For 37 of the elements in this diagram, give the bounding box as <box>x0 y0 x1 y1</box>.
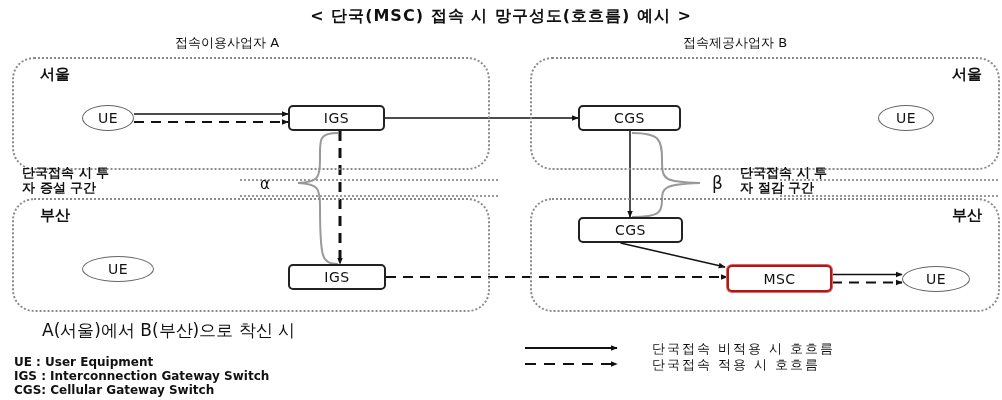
region-label: 서울 <box>40 65 70 84</box>
dashed-arrow <box>133 119 289 125</box>
region-box <box>530 198 1000 312</box>
equipment-node: UE <box>902 266 970 292</box>
text-label: 단국접속 시 투자 증설 구간 <box>22 166 111 196</box>
text-label: 단국접속 시 투자 절감 구간 <box>740 166 829 196</box>
switch-box: CGS <box>578 217 683 243</box>
arrow <box>619 242 726 269</box>
text-label: UE : User Equipment <box>14 356 154 370</box>
text-label: CGS: Cellular Gateway Switch <box>14 384 215 398</box>
equipment-node: UE <box>82 105 134 131</box>
arrow <box>627 130 633 218</box>
text-label: 접속이용사업자 A <box>175 36 280 51</box>
arrow <box>133 111 289 117</box>
switch-box: IGS <box>288 264 386 290</box>
switch-box: IGS <box>288 105 385 131</box>
text-label: α <box>260 176 270 194</box>
legend-text: 단국접속 비적용 시 호흐름 <box>652 340 836 358</box>
switch-box: CGS <box>578 105 681 131</box>
arrow <box>384 115 579 121</box>
equipment-node: UE <box>878 105 934 131</box>
text-label: A(서울)에서 B(부산)으로 착신 시 <box>42 321 296 341</box>
equipment-node: UE <box>82 256 154 282</box>
text-label: 접속제공사업자 B <box>683 36 788 51</box>
text-label: β <box>712 174 723 194</box>
region-label: 부산 <box>952 206 982 225</box>
region-label: 서울 <box>952 65 982 84</box>
dashed-arrow <box>385 274 728 280</box>
region-box <box>12 198 490 312</box>
region-label: 부산 <box>40 206 70 225</box>
arrow <box>831 271 903 278</box>
dashed-arrow <box>337 131 343 265</box>
text-label: IGS : Interconnection Gateway Switch <box>14 370 270 384</box>
dashed-arrow <box>831 279 903 286</box>
diagram-title: < 단국(MSC) 접속 시 망구성도(호흐름) 예시 > <box>309 6 693 27</box>
legend-text: 단국접속 적용 시 호흐름 <box>652 356 821 374</box>
switch-box-highlighted: MSC <box>727 265 832 292</box>
